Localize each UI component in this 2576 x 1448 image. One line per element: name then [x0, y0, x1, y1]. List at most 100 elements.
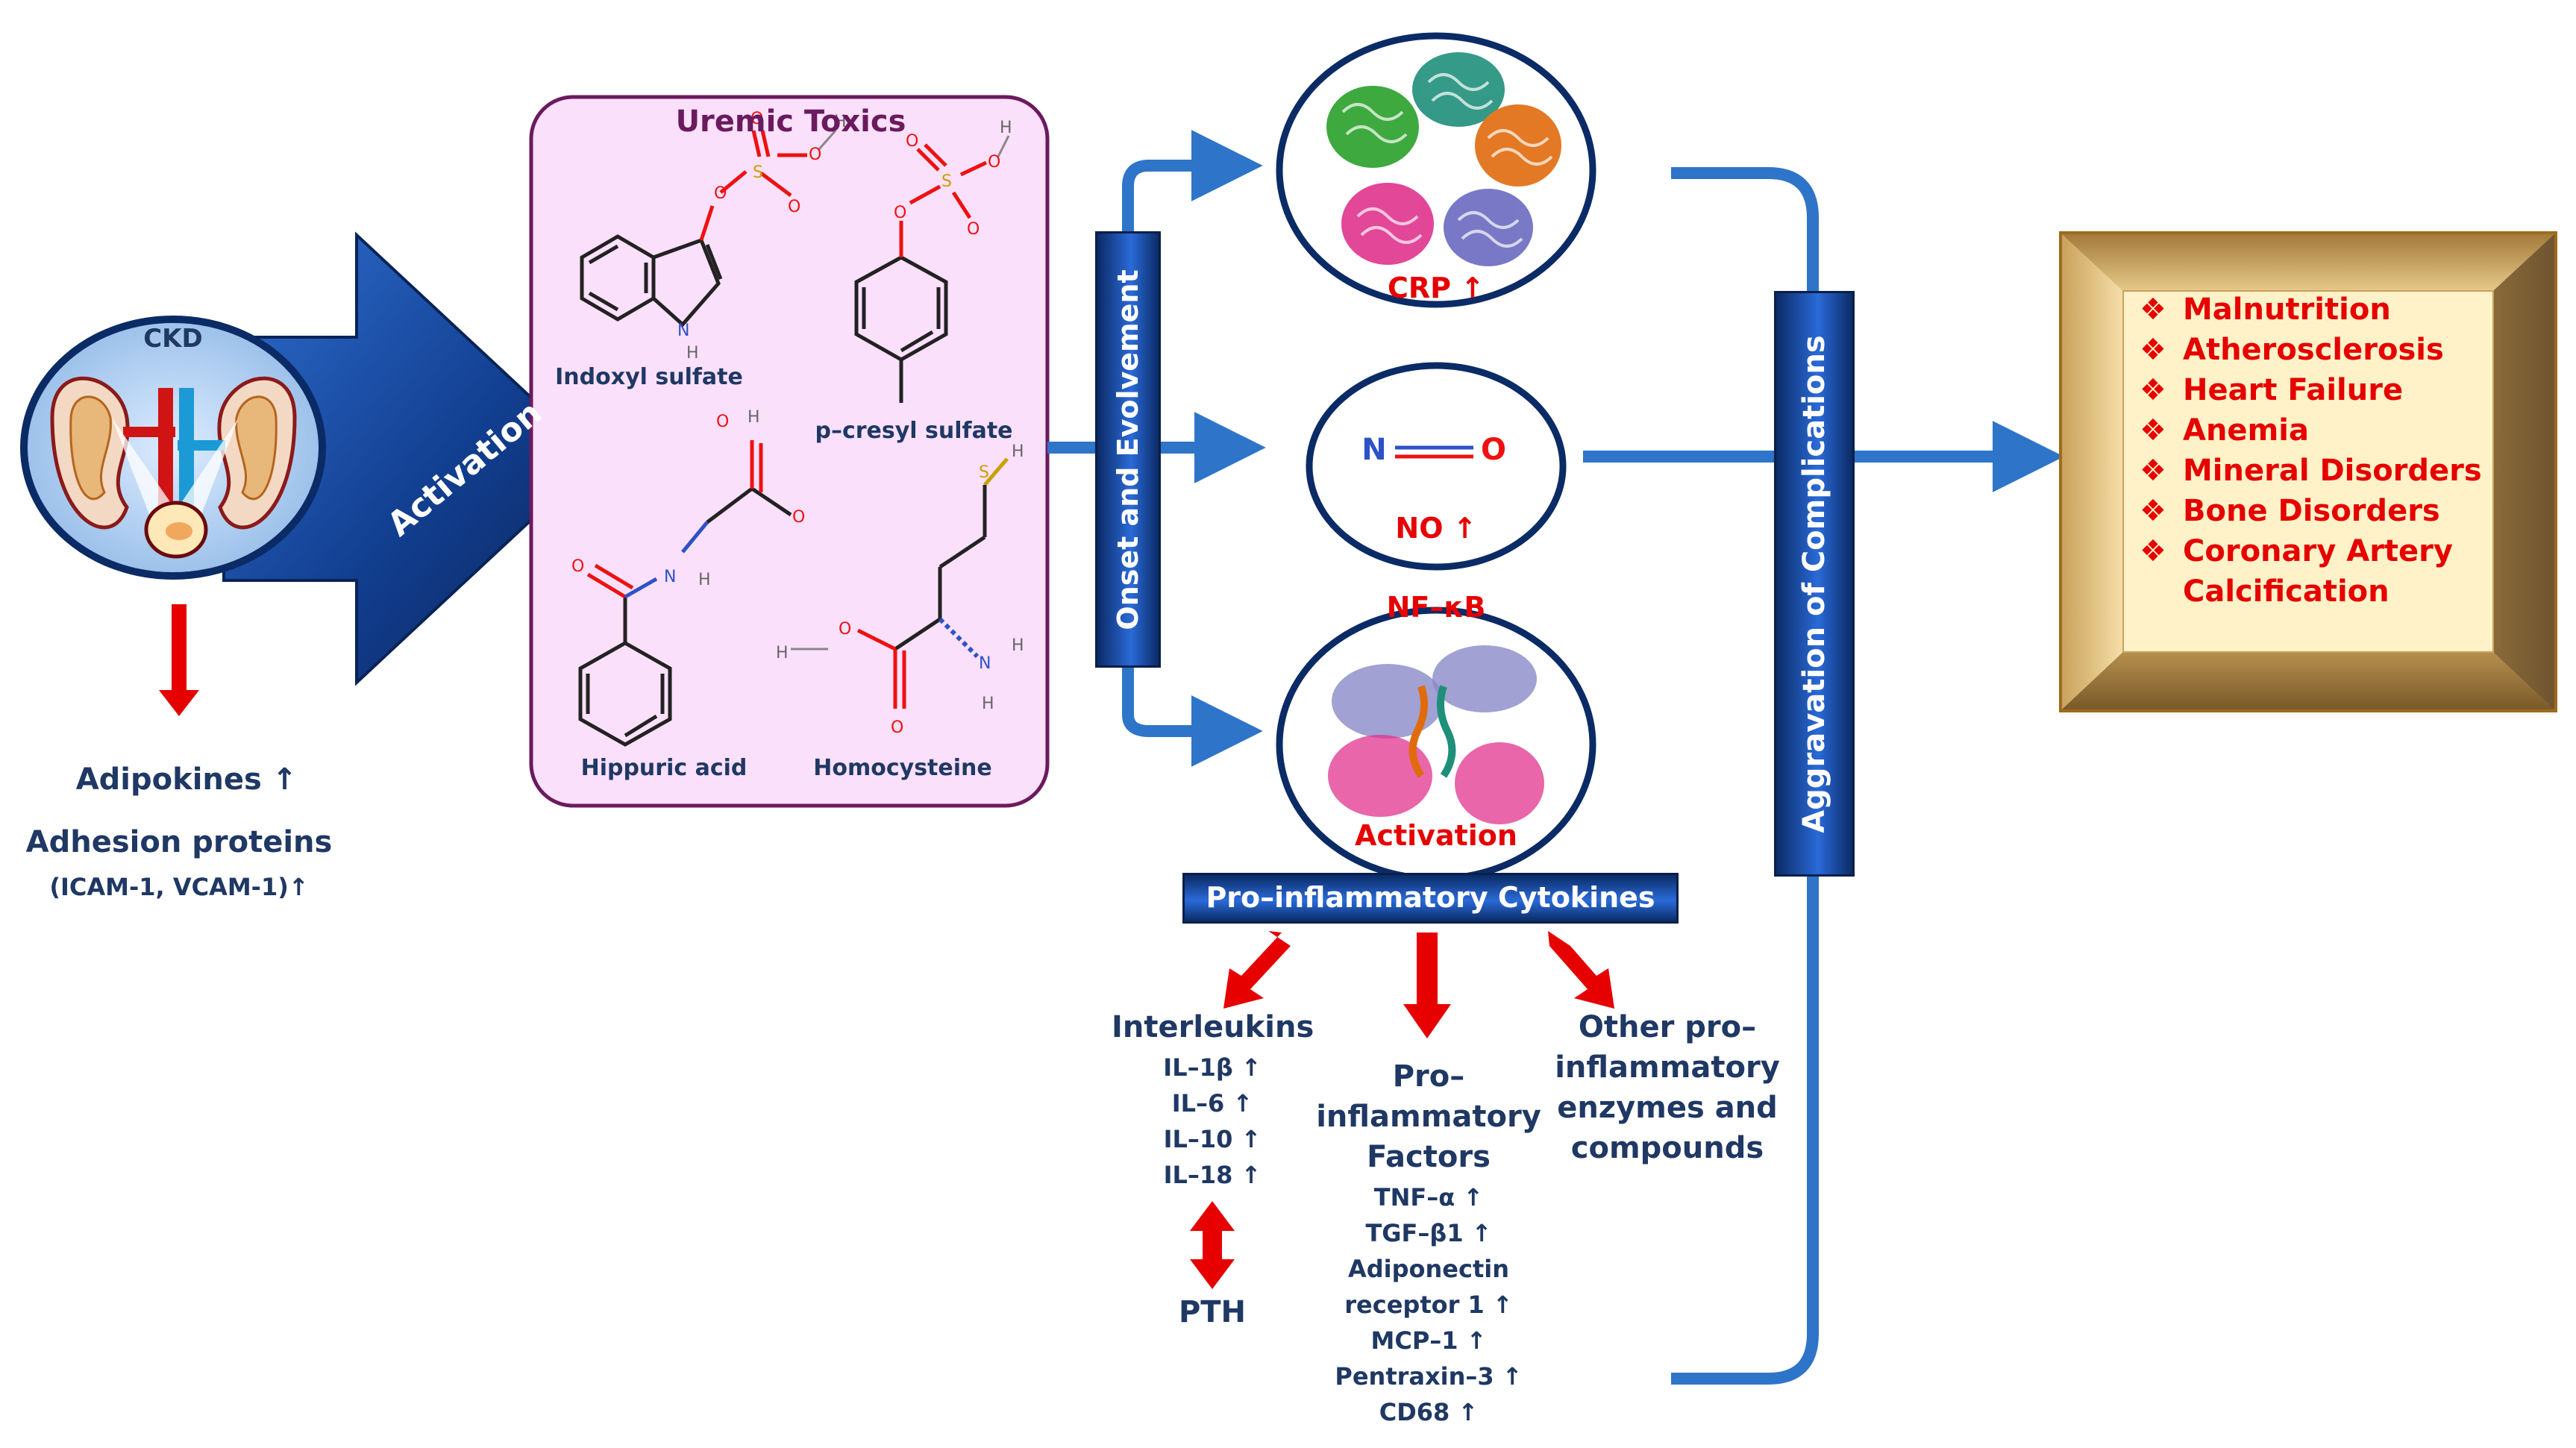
homocysteine-h-sh: H	[1012, 442, 1024, 461]
hippuric-o-carbonyl: O	[571, 557, 584, 576]
homocysteine-h-n1: H	[1012, 636, 1024, 655]
factors-title-line: Factors	[1367, 1140, 1491, 1174]
onset-evolvement-bar: Onset and Evolvement	[1095, 231, 1161, 668]
complication-item: ❖ Atherosclerosis	[2140, 330, 2482, 370]
complication-item: ❖ Mineral Disorders	[2140, 451, 2482, 491]
aggravation-connectors	[1583, 167, 2064, 1385]
crp-label: CRP ↑	[1387, 272, 1485, 304]
complication-text: Mineral Disorders	[2183, 454, 2482, 488]
factor-item: Pentraxin–3 ↑	[1335, 1362, 1523, 1391]
cytokine-red-arrows	[1223, 931, 1614, 1038]
indoxyl-sulfate-label: Indoxyl sulfate	[555, 364, 743, 390]
aggravation-bar: Aggravation of Complications	[1774, 291, 1855, 877]
p-cresyl-sulfate-structure	[854, 135, 1010, 403]
pcresyl-o-bottom: O	[967, 220, 980, 239]
homocysteine-n-atom: N	[979, 654, 991, 673]
complication-item: ❖ Bone Disorders	[2140, 491, 2482, 531]
factor-item: CD68 ↑	[1379, 1398, 1479, 1426]
complication-text: Bone Disorders	[2183, 494, 2440, 528]
complication-item: Calcification	[2140, 571, 2482, 612]
complication-text: Malnutrition	[2183, 292, 2391, 327]
hippuric-o-oh: O	[716, 413, 729, 431]
diamond-bullet-icon: ❖	[2140, 292, 2166, 327]
factors-title-line: inflammatory	[1316, 1100, 1541, 1134]
homocysteine-o-carbonyl: O	[891, 718, 903, 737]
complication-item: ❖ Anemia	[2140, 410, 2482, 451]
pth-label: PTH	[1178, 1295, 1247, 1329]
complications-list: ❖ Malnutrition ❖ Atherosclerosis ❖ Heart Fa…	[2140, 289, 2482, 612]
other-line: inflammatory	[1555, 1050, 1780, 1085]
pcresyl-o-oh: O	[988, 153, 1000, 172]
nfkb-title: NF–κB	[1386, 591, 1486, 624]
complication-item: ❖ Coronary Artery	[2140, 531, 2482, 571]
diamond-bullet-icon: ❖	[2140, 373, 2166, 407]
adipokines-label: Adipokines ↑	[75, 762, 298, 797]
adhesion-detail-label: (ICAM-1, VCAM-1)↑	[49, 873, 309, 901]
pcresyl-s-atom: S	[941, 172, 952, 191]
indoxyl-h-n: H	[686, 344, 699, 363]
diamond-bullet-icon: ❖	[2140, 333, 2166, 367]
ckd-title: CKD	[143, 324, 203, 354]
diamond-bullet-icon: ❖	[2140, 534, 2166, 568]
homocysteine-h-n2: H	[982, 695, 994, 713]
p-cresyl-sulfate-label: p–cresyl sulfate	[815, 418, 1013, 444]
no-atom-o: O	[1480, 433, 1506, 467]
homocysteine-h-oh: H	[776, 644, 789, 662]
complication-text: Atherosclerosis	[2183, 333, 2444, 367]
complication-item: ❖ Malnutrition	[2140, 289, 2482, 330]
indoxyl-o-top: O	[750, 110, 763, 128]
factor-item: receptor 1 ↑	[1344, 1291, 1513, 1319]
indoxyl-o-oh: O	[809, 145, 821, 164]
complication-item: ❖ Heart Failure	[2140, 370, 2482, 410]
factor-item: TNF–α ↑	[1373, 1183, 1484, 1212]
interleukin-item: IL–18 ↑	[1163, 1161, 1262, 1189]
pcresyl-h-oh: H	[1000, 119, 1012, 137]
complication-text: Calcification	[2183, 574, 2389, 609]
indoxyl-n-atom: N	[677, 322, 689, 340]
complication-text: Coronary Artery	[2183, 534, 2453, 568]
activation-arrow	[222, 231, 599, 686]
interleukin-item: IL–10 ↑	[1163, 1125, 1262, 1153]
hippuric-h-n: H	[698, 571, 711, 589]
hippuric-n-atom: N	[664, 568, 676, 586]
hippuric-o-acid: O	[792, 508, 805, 527]
factors-title-line: Pro–	[1392, 1059, 1465, 1094]
diamond-bullet-icon: ❖	[2140, 494, 2166, 528]
crp-circle	[1276, 32, 1596, 308]
complication-text: Anemia	[2183, 413, 2309, 448]
other-line: Other pro–	[1578, 1010, 1757, 1044]
indoxyl-o-bottom: O	[788, 198, 800, 216]
adhesion-proteins-label: Adhesion proteins	[25, 825, 333, 859]
hippuric-acid-label: Hippuric acid	[580, 755, 748, 781]
diamond-bullet-icon: ❖	[2140, 454, 2166, 488]
onset-flow-arrows	[1047, 130, 1266, 767]
homocysteine-s-atom: S	[979, 463, 989, 482]
indoxyl-sulfate-structure	[580, 130, 837, 327]
hippuric-acid-structure	[578, 440, 792, 747]
interleukin-item: IL–1β ↑	[1163, 1053, 1262, 1082]
factor-item: Adiponectin	[1347, 1255, 1510, 1283]
no-circle	[1306, 362, 1567, 571]
indoxyl-s-atom: S	[753, 163, 763, 182]
nfkb-activation-label: Activation	[1355, 819, 1517, 852]
diamond-bullet-icon: ❖	[2140, 413, 2166, 448]
hippuric-h-oh: H	[748, 408, 760, 427]
aggravation-label: Aggravation of Complications	[1797, 334, 1831, 833]
interleukins-title: Interleukins	[1112, 1010, 1314, 1044]
interleukin-item: IL–6 ↑	[1171, 1089, 1253, 1118]
homocysteine-label: Homocysteine	[813, 755, 992, 781]
ckd-kidney-illustration	[20, 316, 326, 580]
no-label: NO ↑	[1395, 512, 1477, 545]
complication-text: Heart Failure	[2183, 373, 2404, 407]
uremic-toxics-title: Uremic Toxics	[675, 104, 906, 139]
other-line: enzymes and	[1557, 1091, 1778, 1125]
pcresyl-o-top: O	[906, 132, 918, 151]
no-atom-n: N	[1361, 433, 1387, 467]
homocysteine-structure	[791, 457, 1009, 709]
complications-frame	[2059, 231, 2557, 712]
pth-double-arrow	[1190, 1201, 1235, 1289]
other-line: compounds	[1570, 1131, 1764, 1165]
onset-evolvement-label: Onset and Evolvement	[1112, 269, 1144, 630]
